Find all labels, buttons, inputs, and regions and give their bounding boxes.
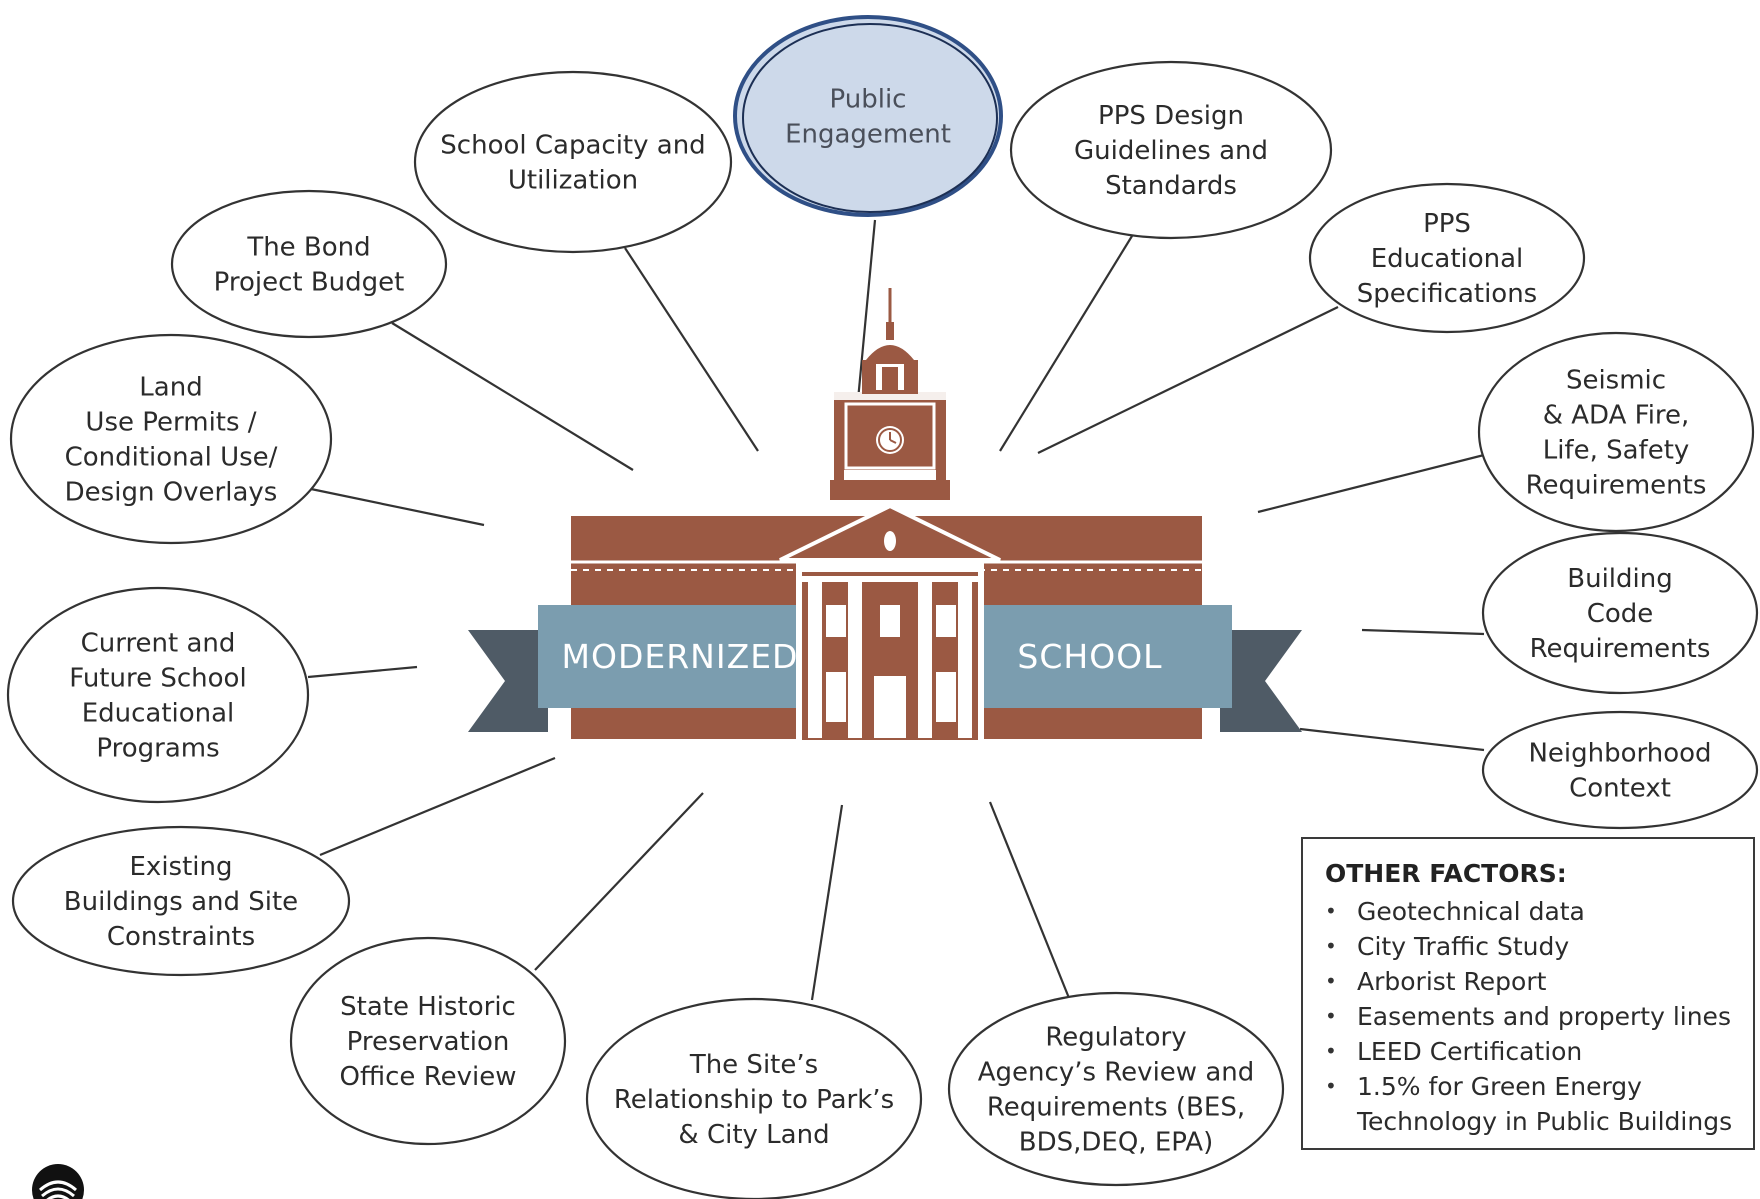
factor-label-line: BDS,DEQ, EPA): [1019, 1128, 1213, 1158]
factor-label-line: Use Permits /: [85, 408, 256, 438]
banner-left: [538, 605, 796, 708]
factor-label-line: Project Budget: [214, 268, 405, 298]
factor-label-line: Requirements (BES,: [987, 1093, 1245, 1123]
factor-label-line: Land: [139, 373, 202, 403]
other-factor-item: Geotechnical data: [1325, 894, 1735, 929]
other-factor-item: Arborist Report: [1325, 964, 1735, 999]
factor-label-line: Programs: [96, 734, 219, 764]
factor-label-line: Requirements: [1526, 471, 1707, 501]
factor-label-line: The Site’s: [689, 1050, 818, 1080]
connector-educational-programs: [307, 665, 418, 679]
other-factors-list: Geotechnical data City Traffic Study Arb…: [1325, 894, 1735, 1139]
factor-label-line: Current and: [81, 629, 236, 659]
connector-pps-educational-specifications: [1037, 306, 1339, 454]
connector-regulatory-agency: [988, 801, 1073, 1004]
connector-land-use-permits: [310, 487, 485, 527]
factor-label-line: Utilization: [508, 166, 638, 196]
banner-text-right: SCHOOL: [1017, 637, 1162, 676]
connector-lines: [307, 219, 1489, 1004]
pps-logo-icon: [28, 1160, 88, 1199]
banner-right: [984, 605, 1232, 708]
factor-label-line: Agency’s Review and: [978, 1058, 1254, 1088]
connector-site-relationship: [810, 804, 844, 1001]
factor-label-line: The Bond: [246, 233, 370, 263]
factor-label-line: School Capacity and: [440, 131, 705, 161]
banner-text-left: MODERNIZED: [562, 637, 799, 676]
factor-label-line: Conditional Use/: [65, 443, 278, 473]
factor-label-line: Design Overlays: [65, 478, 278, 508]
connector-bond-project-budget: [391, 322, 634, 471]
other-factors-box: OTHER FACTORS: Geotechnical data City Tr…: [1301, 837, 1755, 1150]
banner-tail-right: [1220, 630, 1302, 732]
factor-label-line: Future School: [69, 664, 246, 694]
banner-tail-left: [468, 630, 548, 732]
factor-label-line: PPS Design: [1098, 101, 1244, 131]
factor-label-line: Educational: [82, 699, 235, 729]
connector-pps-design-guidelines: [999, 235, 1133, 452]
factor-label-line: Educational: [1371, 244, 1524, 274]
factor-label-line: Engagement: [785, 120, 951, 150]
connector-building-code: [1361, 628, 1485, 636]
factor-label-line: Preservation: [347, 1027, 510, 1057]
factor-label-line: Buildings and Site: [64, 887, 298, 917]
connector-school-capacity: [624, 247, 759, 452]
connector-existing-buildings: [319, 756, 556, 857]
school-building-icon: MODERNIZED SCHOOL: [468, 288, 1302, 740]
connector-neighborhood-context: [1299, 727, 1485, 752]
other-factors-title: OTHER FACTORS:: [1325, 859, 1567, 888]
factor-label-line: Specifications: [1357, 279, 1537, 309]
factor-bubble-seismic-ada: Seismic & ADA Fire, Life, SafetyRequiremen…: [1477, 331, 1755, 533]
factor-label-line: Public: [830, 85, 907, 115]
connector-public-engagement: [856, 219, 877, 401]
factor-label-line: Relationship to Park’s: [614, 1085, 894, 1115]
factor-label-line: Seismic: [1566, 366, 1666, 396]
factor-label-line: & ADA Fire,: [1543, 401, 1690, 431]
factor-label-line: Office Review: [340, 1062, 517, 1092]
other-factor-item: City Traffic Study: [1325, 929, 1735, 964]
modernized-school-hub: MODERNIZED SCHOOL: [468, 288, 1302, 740]
other-factor-item: Easements and property lines: [1325, 999, 1735, 1034]
factor-label-line: Regulatory: [1045, 1023, 1186, 1053]
factor-label-line: Code: [1587, 599, 1654, 629]
connector-seismic-ada: [1257, 452, 1489, 514]
factor-label-line: Neighborhood: [1528, 739, 1711, 769]
factor-label-line: Standards: [1105, 171, 1237, 201]
factor-label-line: Guidelines and: [1074, 136, 1268, 166]
factor-label-line: Building: [1567, 564, 1672, 594]
factor-label-line: & City Land: [678, 1120, 829, 1150]
factor-label-line: Context: [1569, 774, 1671, 804]
factor-label-line: Life, Safety: [1543, 436, 1690, 466]
other-factor-item: 1.5% for Green Energy Technology in Publ…: [1325, 1069, 1735, 1139]
factor-label-line: Requirements: [1530, 634, 1711, 664]
connector-state-historic-preservation: [534, 792, 704, 971]
factor-label-line: State Historic: [340, 992, 516, 1022]
factor-label-line: Constraints: [107, 922, 255, 952]
factor-label-line: PPS: [1423, 209, 1471, 239]
other-factor-item: LEED Certification: [1325, 1034, 1735, 1069]
factor-label-line: Existing: [130, 852, 233, 882]
